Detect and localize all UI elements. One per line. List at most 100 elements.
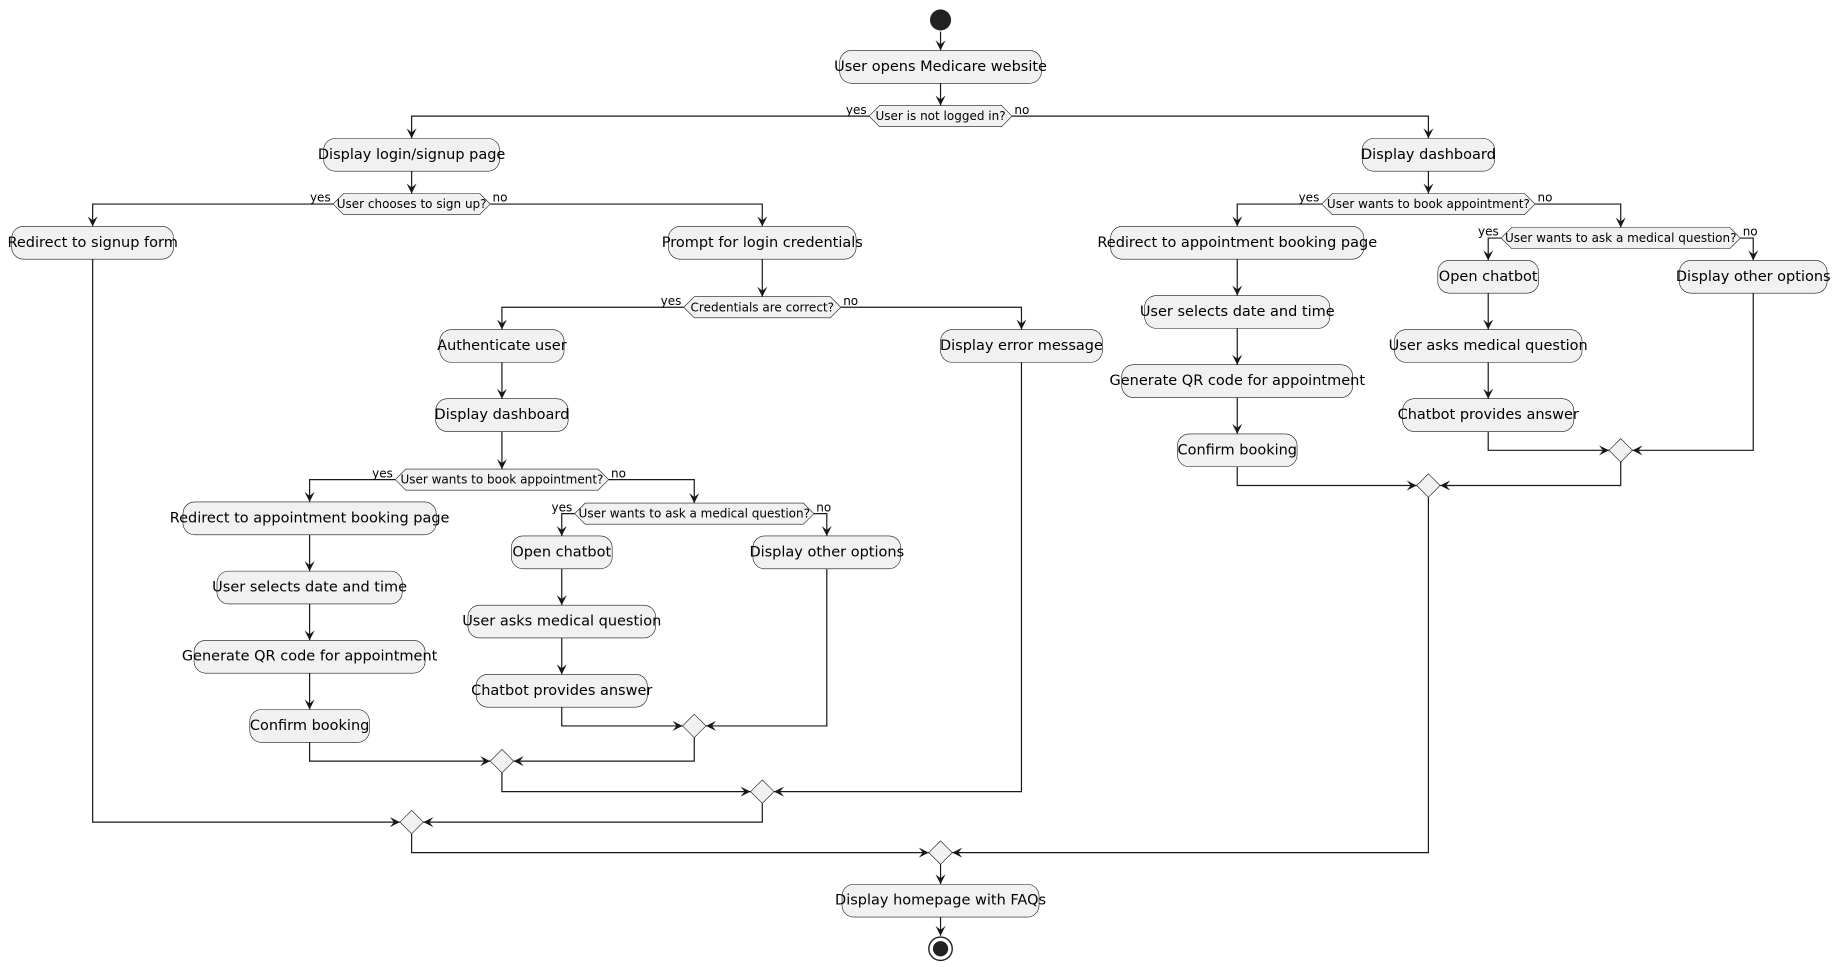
arrowhead bbox=[480, 756, 491, 767]
arrowhead bbox=[1232, 285, 1243, 296]
start-node bbox=[929, 9, 952, 31]
arrowhead bbox=[406, 128, 417, 139]
decision-d5: User wants to ask a medical question? bbox=[574, 502, 815, 525]
branch-label-yes: yes bbox=[846, 103, 867, 117]
flow-edge bbox=[840, 306, 1023, 330]
activity-label: User selects date and time bbox=[1140, 304, 1335, 320]
flow-edge bbox=[513, 737, 695, 762]
arrowhead bbox=[821, 525, 832, 536]
arrowhead bbox=[1232, 216, 1243, 227]
arrowhead bbox=[496, 319, 507, 330]
activity-a5: Authenticate user bbox=[437, 329, 567, 363]
flow-edge bbox=[774, 362, 1023, 793]
flow-edge bbox=[309, 479, 396, 502]
decision-label: User is not logged in? bbox=[876, 109, 1006, 123]
decision-d2: User chooses to sign up? bbox=[332, 193, 491, 215]
merge-m-book-left bbox=[489, 748, 515, 774]
activity-a15: Display error message bbox=[940, 329, 1103, 363]
decision-label: User wants to ask a medical question? bbox=[1505, 231, 1736, 245]
decision-dr2: User wants to ask a medical question? bbox=[1500, 227, 1741, 249]
flow-edge bbox=[411, 115, 869, 139]
flow-edge bbox=[705, 568, 828, 727]
activity-a8: User selects date and time bbox=[212, 570, 407, 605]
activity-label: Confirm booking bbox=[1177, 442, 1297, 458]
arrowhead bbox=[757, 216, 768, 227]
branch-label-no: no bbox=[1743, 225, 1758, 239]
arrowhead bbox=[1423, 128, 1434, 139]
activity-r9: Display other options bbox=[1676, 260, 1831, 294]
activity-a3: Redirect to signup form bbox=[7, 226, 178, 260]
flow-edge bbox=[411, 833, 929, 854]
branch-label-no: no bbox=[1537, 191, 1552, 205]
decision-label: Credentials are correct? bbox=[691, 300, 834, 314]
flow-edge bbox=[490, 203, 763, 227]
activity-label: User asks medical question bbox=[1389, 338, 1588, 354]
branch-label-yes: yes bbox=[310, 191, 331, 205]
activity-a14: Display other options bbox=[749, 535, 904, 570]
flow-edge bbox=[608, 479, 695, 504]
arrowhead bbox=[1632, 445, 1643, 456]
flow-edge bbox=[952, 497, 1430, 854]
decision-label: User wants to book appointment? bbox=[400, 473, 603, 487]
flow-edge bbox=[1236, 203, 1322, 227]
decision-d3: Credentials are correct? bbox=[683, 296, 842, 319]
merge-m-chat-right bbox=[1608, 438, 1633, 463]
flow-edge bbox=[92, 203, 334, 227]
arrowhead bbox=[1483, 388, 1494, 399]
arrowhead bbox=[304, 561, 315, 572]
arrowhead bbox=[935, 40, 946, 51]
arrowhead bbox=[740, 786, 751, 797]
branch-label-no: no bbox=[493, 191, 508, 205]
activity-a12: User asks medical question bbox=[462, 604, 661, 639]
arrowhead bbox=[556, 595, 567, 606]
arrowhead bbox=[406, 183, 417, 194]
arrowhead bbox=[556, 664, 567, 675]
activity-a6: Display dashboard bbox=[435, 398, 569, 432]
merge-m-cred bbox=[750, 779, 775, 804]
branch-label-no: no bbox=[1014, 103, 1029, 117]
branch-label-no: no bbox=[843, 294, 858, 308]
arrowhead bbox=[1440, 480, 1451, 491]
flow-edge bbox=[561, 707, 683, 727]
activity-label: User opens Medicare website bbox=[834, 59, 1047, 75]
branch-label-yes: yes bbox=[1478, 225, 1499, 239]
activity-label: Display dashboard bbox=[1361, 147, 1496, 163]
activity-label: Display other options bbox=[749, 544, 904, 560]
arrowhead bbox=[672, 720, 683, 731]
arrowhead bbox=[87, 216, 98, 227]
activity-label: Generate QR code for appointment bbox=[1109, 373, 1365, 389]
arrowhead bbox=[705, 720, 716, 731]
flow-edge bbox=[1487, 431, 1610, 451]
flow-edge bbox=[1632, 293, 1754, 451]
activity-r2: Redirect to appointment booking page bbox=[1097, 226, 1377, 260]
decision-d1: User is not logged in? bbox=[868, 105, 1013, 127]
activity-r7: User asks medical question bbox=[1389, 329, 1588, 363]
merge-m-final bbox=[928, 840, 953, 865]
activity-r8: Chatbot provides answer bbox=[1398, 398, 1579, 432]
arrowhead bbox=[774, 786, 785, 797]
arrowhead bbox=[1406, 480, 1417, 491]
activity-r1: Display dashboard bbox=[1361, 138, 1496, 172]
arrowhead bbox=[304, 630, 315, 641]
flow-edge bbox=[813, 513, 828, 536]
activity-label: Authenticate user bbox=[437, 338, 567, 354]
arrowhead bbox=[389, 817, 400, 828]
activity-a9: Generate QR code for appointment bbox=[182, 640, 438, 674]
activity-label: Generate QR code for appointment bbox=[182, 649, 438, 665]
flow-edge bbox=[1535, 203, 1622, 228]
arrowhead bbox=[918, 847, 929, 858]
arrowhead bbox=[496, 388, 507, 399]
arrowhead bbox=[935, 874, 946, 885]
flow-edge bbox=[1487, 237, 1502, 261]
flow-edge bbox=[1012, 115, 1430, 139]
arrowhead bbox=[1599, 445, 1610, 456]
branch-label-yes: yes bbox=[661, 294, 682, 308]
flow-edge bbox=[1740, 237, 1754, 261]
activity-label: Chatbot provides answer bbox=[1398, 407, 1579, 423]
flow-edge bbox=[501, 306, 684, 330]
arrowhead bbox=[1232, 423, 1243, 434]
arrowhead bbox=[496, 459, 507, 470]
activity-label: User asks medical question bbox=[462, 614, 661, 630]
